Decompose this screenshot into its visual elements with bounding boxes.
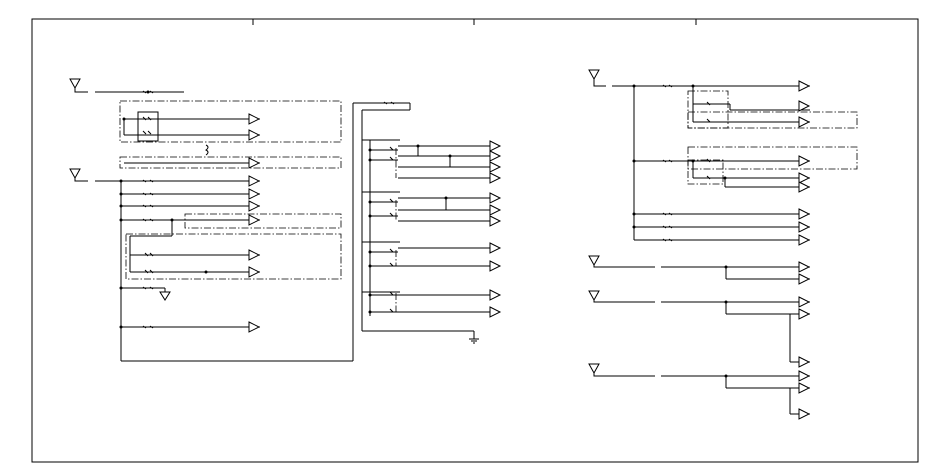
load-arrow: [489, 260, 502, 272]
load-arrow: [798, 356, 811, 368]
load-arrow: [489, 140, 502, 152]
source-symbol-3: [588, 69, 606, 87]
load-arrow: [248, 113, 261, 125]
source-symbol-6: [588, 363, 606, 377]
load-arrow: [248, 157, 261, 169]
enclosure-box: [119, 100, 342, 143]
load-arrow: [798, 308, 811, 320]
load-arrow: [798, 80, 811, 92]
load-arrow: [248, 321, 261, 333]
load-arrow: [798, 261, 811, 273]
source-symbol-5: [588, 290, 606, 303]
load-arrow: [248, 175, 261, 187]
load-arrow: [798, 296, 811, 308]
load-arrow: [248, 214, 261, 226]
ground-symbol: [469, 338, 479, 344]
load-arrow: [798, 208, 811, 220]
load-arrow: [248, 129, 261, 141]
load-arrow: [798, 273, 811, 285]
load-arrow: [248, 266, 261, 278]
load-arrow: [248, 249, 261, 261]
source-symbol-2: [69, 168, 88, 182]
load-arrow: [489, 215, 502, 227]
load-arrow: [489, 192, 502, 204]
center-feeder-group: [362, 101, 502, 344]
load-arrow: [489, 150, 502, 162]
load-arrow: [489, 306, 502, 318]
load-arrow: [489, 289, 502, 301]
load-arrow: [248, 188, 261, 200]
load-arrow: [489, 204, 502, 216]
load-arrow: [798, 408, 811, 420]
load-arrow: [798, 234, 811, 246]
load-arrow: [798, 370, 811, 382]
load-arrow: [798, 155, 811, 167]
load-arrow: [798, 172, 811, 184]
load-arrow: [489, 172, 502, 184]
enclosure-box: [184, 213, 342, 229]
load-arrow: [798, 221, 811, 233]
right-feeder-group: [588, 69, 858, 420]
enclosure-box: [687, 146, 858, 170]
left-feeder-group: [69, 78, 411, 362]
breaker-symbol: [142, 90, 154, 94]
source-symbol-4: [588, 255, 606, 268]
enclosure-box: [119, 156, 342, 169]
load-arrow: [489, 242, 502, 254]
load-arrow: [798, 116, 811, 128]
load-arrow: [248, 200, 261, 212]
enclosure-box: [125, 233, 342, 280]
load-arrow: [489, 161, 502, 173]
load-arrow: [798, 181, 811, 193]
load-arrow: [798, 382, 811, 394]
drawing-frame: [31, 18, 919, 463]
enclosure-box: [687, 159, 724, 185]
load-arrow: [798, 100, 811, 112]
enclosure-box: [687, 111, 858, 129]
ground-arrow: [159, 291, 171, 301]
source-symbol-1: [69, 78, 88, 93]
